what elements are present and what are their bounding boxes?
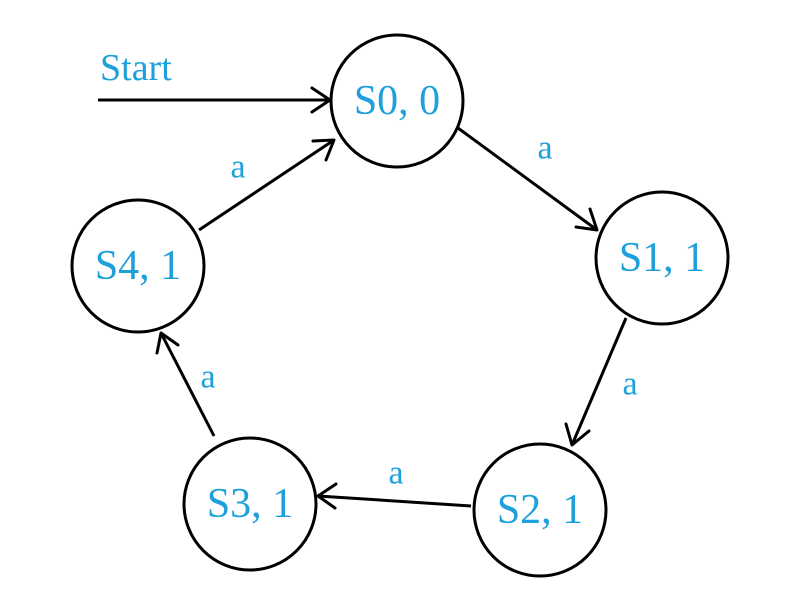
transition-s1-s2: [564, 317, 628, 447]
start-label: Start: [100, 47, 172, 89]
transition-s2-s3: [316, 482, 472, 510]
state-s2: S2, 1: [472, 442, 608, 578]
state-label-s1: S1, 1: [619, 235, 705, 281]
state-label-s4: S4, 1: [95, 243, 181, 289]
start-arrow: [98, 86, 332, 114]
transition-s4-s0: [198, 138, 336, 232]
state-s1: S1, 1: [594, 190, 730, 326]
state-s3: S3, 1: [182, 436, 318, 572]
transition-label-s1-s2: a: [622, 366, 637, 403]
state-label-s0: S0, 0: [354, 78, 440, 124]
state-s0: S0, 0: [329, 33, 465, 169]
state-label-s2: S2, 1: [497, 487, 583, 533]
transition-label-s4-s0: a: [230, 149, 245, 186]
transition-label-s3-s4: a: [200, 359, 215, 396]
transition-s0-s1: [457, 126, 599, 232]
transition-label-s0-s1: a: [537, 130, 552, 167]
state-label-s3: S3, 1: [207, 481, 293, 527]
transition-s3-s4: [155, 331, 216, 437]
transition-label-s2-s3: a: [388, 455, 403, 492]
state-s4: S4, 1: [70, 198, 206, 334]
